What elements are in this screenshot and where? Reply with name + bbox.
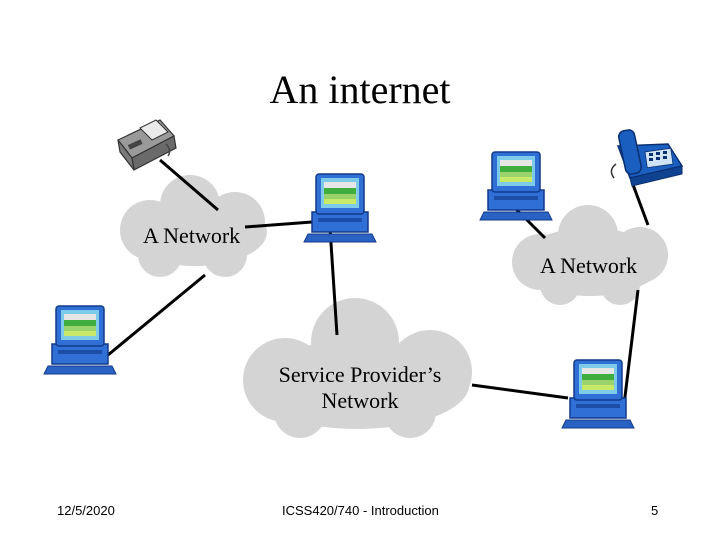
link-left-network-computer-left — [107, 273, 206, 357]
provider-network-label-line2: Network — [321, 388, 399, 413]
footer-date: 12/5/2020 — [57, 503, 115, 518]
computer-icon-top-right — [479, 151, 553, 221]
footer-course: ICSS420/740 - Introduction — [282, 503, 439, 518]
phone-icon — [610, 129, 684, 187]
link-provider-computer — [471, 383, 569, 400]
computer-icon-left — [43, 305, 117, 375]
service-provider-cloud — [243, 298, 472, 438]
link-left-network-computer — [244, 220, 313, 229]
link-fax-left-network — [159, 158, 219, 212]
right-network-cloud — [512, 205, 668, 305]
computer-icon-top-center — [303, 173, 377, 243]
left-network-label: A Network — [143, 223, 241, 248]
computer-icon-bottom-right — [561, 359, 635, 429]
link-computer-provider — [328, 227, 339, 336]
provider-network-label-line1: Service Provider’s — [278, 362, 442, 387]
right-network-label: A Network — [540, 253, 638, 278]
network-links — [107, 158, 650, 414]
left-network-cloud — [120, 175, 267, 277]
link-phone-right-network — [630, 181, 650, 226]
link-right-network-computer — [621, 289, 640, 414]
provider-network-label: Service Provider’s Network — [250, 362, 470, 414]
footer-page-number: 5 — [651, 503, 659, 518]
slide-title: An internet — [269, 67, 451, 112]
fax-icon — [117, 119, 177, 171]
